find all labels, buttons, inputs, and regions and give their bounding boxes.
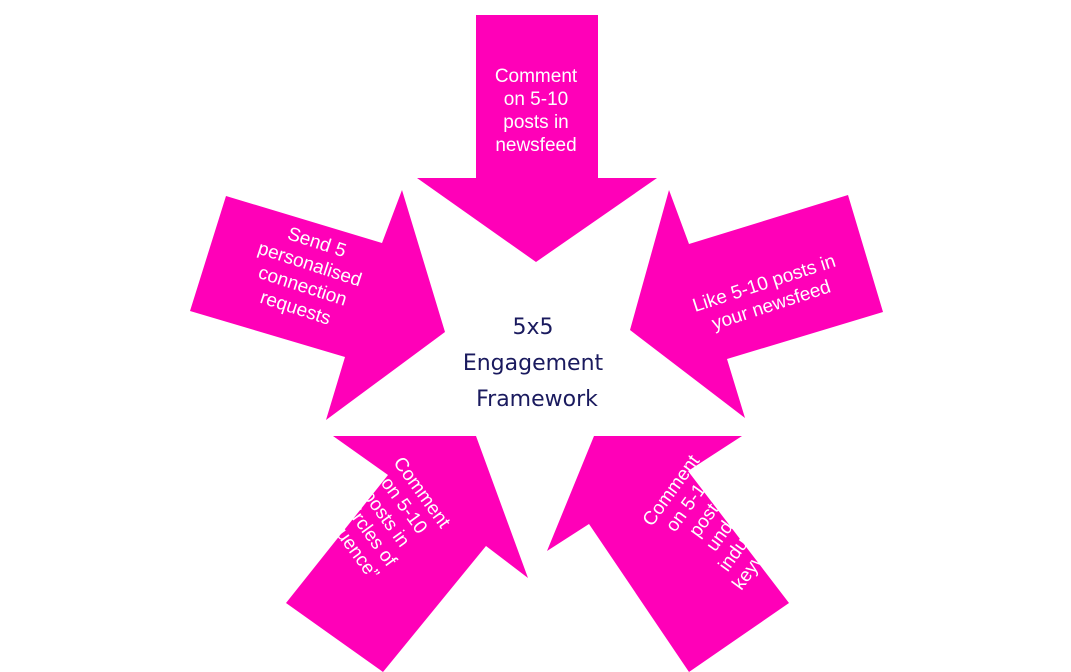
center-title-line-3: Framework — [476, 387, 598, 412]
arrow-bottom-left-shape — [286, 436, 528, 672]
arrow-bottom-right-shape — [547, 436, 789, 672]
center-title-line-2: Engagement — [463, 351, 604, 376]
center-title: 5x5 Engagement Framework — [463, 315, 604, 412]
arrow-left-shape — [190, 190, 445, 420]
arrow-right-shape — [630, 190, 883, 418]
arrow-top-label-line-4: newsfeed — [495, 135, 576, 156]
center-title-line-1: 5x5 — [512, 315, 553, 340]
arrow-top-shape — [417, 15, 657, 262]
arrow-top-label-line-1: Comment — [495, 66, 578, 87]
arrow-top-label-line-2: on 5-10 — [504, 89, 568, 110]
arrow-top-label-line-3: posts in — [503, 112, 568, 133]
